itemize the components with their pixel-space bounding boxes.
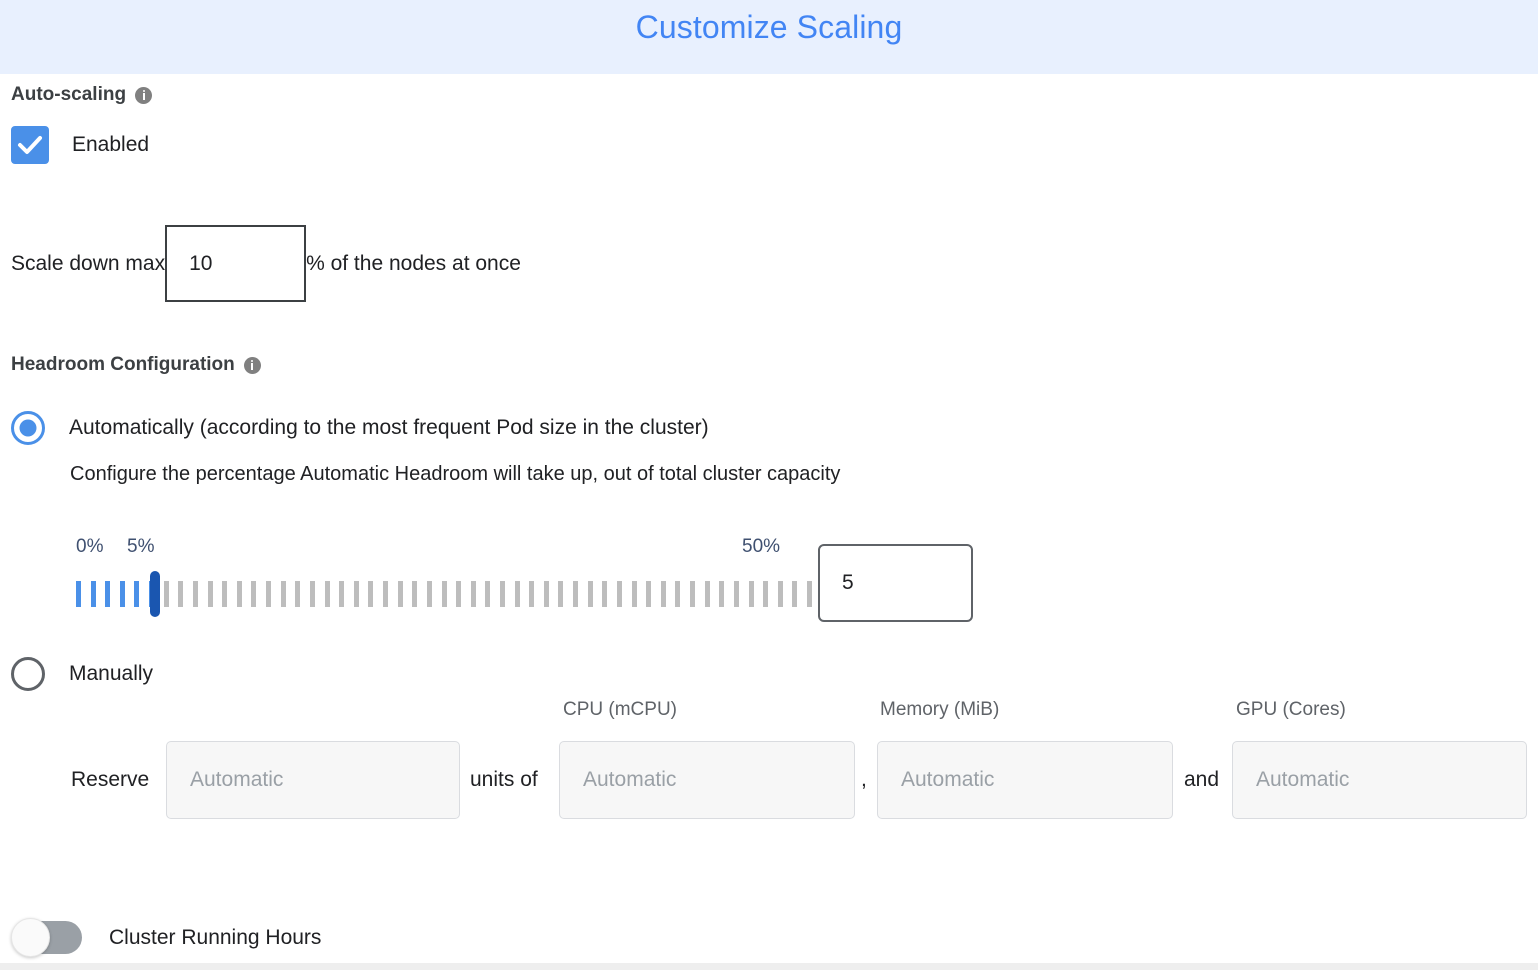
slider-tick[interactable]: [441, 581, 447, 607]
slider-tick[interactable]: [178, 581, 184, 607]
slider-tick-labels: 0% 5% 50%: [76, 536, 811, 562]
slider-tick[interactable]: [280, 581, 286, 607]
slider-tick[interactable]: [295, 581, 301, 607]
slider-track[interactable]: [76, 571, 812, 617]
slider-tick[interactable]: [456, 581, 462, 607]
slider-tick[interactable]: [499, 581, 505, 607]
slider-tick[interactable]: [163, 581, 169, 607]
reserve-memory-input[interactable]: [877, 741, 1173, 819]
comma-separator: ,: [861, 768, 867, 791]
slider-tick[interactable]: [631, 581, 637, 607]
headroom-configuration-section-label: Headroom Configuration: [11, 354, 261, 376]
page-title: Customize Scaling: [635, 9, 903, 45]
auto-scaling-label-text: Auto-scaling: [11, 84, 127, 105]
slider-tick[interactable]: [324, 581, 330, 607]
slider-tick[interactable]: [251, 581, 257, 607]
cluster-running-hours-toggle[interactable]: [11, 918, 82, 957]
slider-tick[interactable]: [690, 581, 696, 607]
slider-tick[interactable]: [514, 581, 520, 607]
scale-down-max-suffix: % of the nodes at once: [306, 251, 521, 275]
headroom-option-automatically-label: Automatically (according to the most fre…: [69, 416, 709, 439]
reserve-cpu-input[interactable]: [559, 741, 855, 819]
headroom-option-automatically[interactable]: Automatically (according to the most fre…: [11, 411, 709, 445]
cluster-running-hours-label: Cluster Running Hours: [109, 925, 322, 949]
radio-manually[interactable]: [11, 657, 45, 691]
slider-tick[interactable]: [646, 581, 652, 607]
slider-tick[interactable]: [119, 581, 125, 607]
reserve-label: Reserve: [71, 768, 150, 791]
slider-tick[interactable]: [236, 581, 242, 607]
headroom-percentage-input[interactable]: [818, 544, 973, 622]
slider-tick[interactable]: [90, 581, 96, 607]
slider-tick[interactable]: [777, 581, 783, 607]
headroom-automatic-description: Configure the percentage Automatic Headr…: [70, 463, 841, 485]
scale-down-max-input[interactable]: [165, 225, 307, 302]
slider-tick[interactable]: [573, 581, 579, 607]
slider-tick[interactable]: [748, 581, 754, 607]
auto-scaling-enabled-checkbox[interactable]: [11, 126, 49, 164]
column-header-gpu: GPU (Cores): [1236, 699, 1346, 720]
slider-tick[interactable]: [485, 581, 491, 607]
slider-tick[interactable]: [733, 581, 739, 607]
auto-scaling-enabled-row[interactable]: Enabled: [11, 126, 149, 164]
headroom-option-manually[interactable]: Manually: [11, 657, 153, 691]
slider-tick[interactable]: [383, 581, 389, 607]
and-separator: and: [1184, 768, 1220, 791]
slider-value-label: 5%: [127, 536, 155, 557]
slider-tick[interactable]: [426, 581, 432, 607]
slider-tick[interactable]: [792, 581, 798, 607]
slider-tick[interactable]: [470, 581, 476, 607]
units-of-label: units of: [470, 768, 538, 791]
radio-automatically[interactable]: [11, 411, 45, 445]
slider-tick[interactable]: [602, 581, 608, 607]
slider-tick[interactable]: [558, 581, 564, 607]
slider-tick[interactable]: [353, 581, 359, 607]
slider-tick[interactable]: [660, 581, 666, 607]
slider-tick[interactable]: [134, 581, 140, 607]
slider-tick[interactable]: [412, 581, 418, 607]
headroom-percentage-slider[interactable]: 0% 5% 50%: [76, 536, 812, 617]
slider-tick[interactable]: [397, 581, 403, 607]
column-header-memory: Memory (MiB): [880, 699, 1000, 720]
headroom-option-manually-label: Manually: [69, 662, 154, 685]
slider-tick[interactable]: [76, 581, 81, 607]
slider-tick[interactable]: [309, 581, 315, 607]
slider-tick[interactable]: [704, 581, 710, 607]
slider-tick[interactable]: [675, 581, 681, 607]
headroom-configuration-label-text: Headroom Configuration: [11, 354, 235, 375]
auto-scaling-section-label: Auto-scaling: [11, 84, 153, 106]
cluster-running-hours-row[interactable]: Cluster Running Hours: [11, 918, 322, 957]
slider-tick[interactable]: [266, 581, 272, 607]
slider-max-label: 50%: [742, 536, 781, 557]
slider-tick[interactable]: [587, 581, 593, 607]
slider-tick[interactable]: [719, 581, 725, 607]
page-header: Customize Scaling: [0, 0, 1538, 74]
slider-tick[interactable]: [207, 581, 213, 607]
slider-min-label: 0%: [76, 536, 104, 557]
slider-tick[interactable]: [807, 581, 812, 607]
slider-tick[interactable]: [222, 581, 228, 607]
slider-tick[interactable]: [543, 581, 549, 607]
slider-tick[interactable]: [616, 581, 622, 607]
column-header-cpu: CPU (mCPU): [563, 699, 677, 720]
slider-thumb[interactable]: [149, 571, 160, 617]
info-icon[interactable]: [135, 86, 153, 104]
slider-tick[interactable]: [763, 581, 769, 607]
scale-down-max-row: Scale down max % of the nodes at once: [11, 225, 521, 302]
scale-down-max-label: Scale down max: [11, 251, 166, 275]
slider-tick[interactable]: [368, 581, 374, 607]
toggle-knob: [11, 918, 50, 957]
bottom-divider: [0, 963, 1538, 970]
auto-scaling-enabled-label: Enabled: [72, 133, 150, 156]
slider-tick[interactable]: [529, 581, 535, 607]
reserve-units-input[interactable]: [166, 741, 460, 819]
slider-tick[interactable]: [339, 581, 345, 607]
slider-tick[interactable]: [192, 581, 198, 607]
info-icon[interactable]: [243, 356, 261, 374]
reserve-gpu-input[interactable]: [1232, 741, 1527, 819]
slider-tick[interactable]: [105, 581, 111, 607]
